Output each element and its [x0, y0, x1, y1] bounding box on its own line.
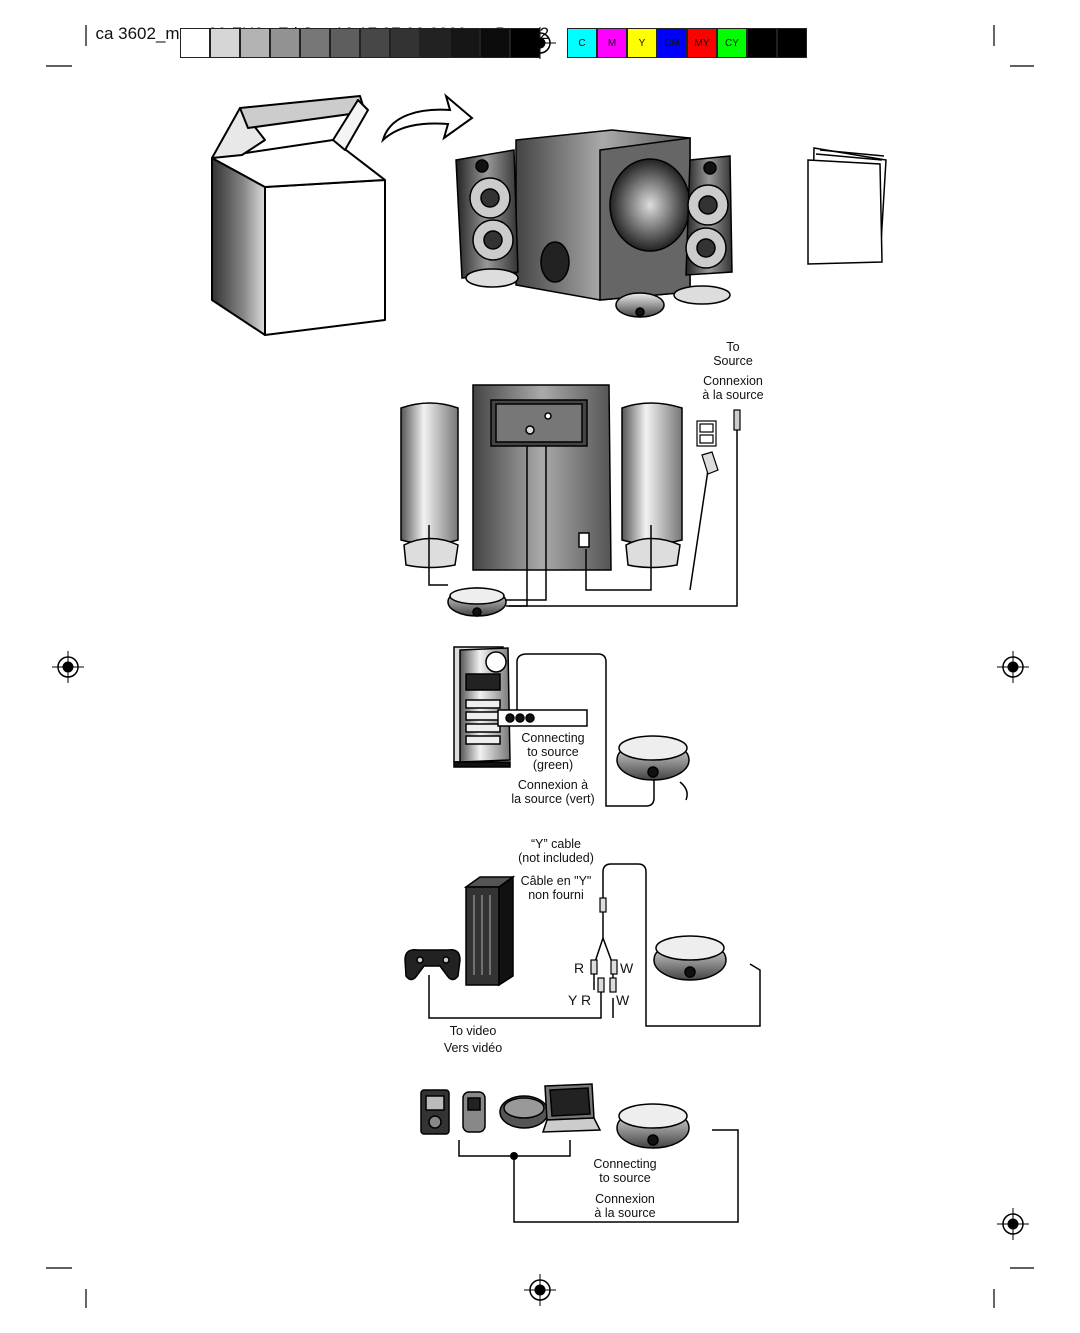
portable-devices-icon	[420, 1083, 602, 1135]
color-swatch: C	[567, 28, 597, 58]
gamepad-icon	[404, 948, 461, 981]
audio-plug-icon	[733, 409, 741, 431]
control-pod-icon	[616, 1103, 690, 1149]
gray-swatch	[270, 28, 300, 58]
color-swatch: MY	[687, 28, 717, 58]
gray-swatch	[360, 28, 390, 58]
control-pod-icon	[616, 735, 690, 781]
connexion-vert-label: Connexion à la source (vert)	[511, 778, 595, 806]
rear-connection-diagram	[400, 384, 683, 617]
manual-booklet-icon	[807, 147, 887, 265]
connecting-source-label: Connecting to source	[593, 1157, 657, 1185]
to-video-label: To video	[449, 1024, 497, 1038]
computer-tower-icon	[453, 646, 588, 768]
rca-plug-icon	[590, 897, 618, 993]
color-swatch: CM	[657, 28, 687, 58]
gray-swatch	[210, 28, 240, 58]
gray-swatch	[480, 28, 510, 58]
color-swatch: Y	[627, 28, 657, 58]
w-label: W	[620, 960, 634, 976]
to-source-label: To Source	[713, 340, 753, 368]
gray-swatch	[390, 28, 420, 58]
cable-y-label: Câble en "Y" non fourni	[520, 874, 592, 902]
junction-dot-icon	[510, 1152, 518, 1160]
game-console-icon	[463, 875, 516, 987]
color-swatch: CY	[717, 28, 747, 58]
connexion-source-2-label: Connexion à la source	[594, 1192, 656, 1220]
r-label: R	[574, 960, 585, 976]
registration-mark-icon	[52, 27, 1029, 1306]
connecting-green-label: Connecting to source (green)	[521, 731, 585, 772]
control-pod-icon	[653, 935, 727, 981]
gray-swatch	[300, 28, 330, 58]
y-cable-label: “Y” cable (not included)	[518, 837, 594, 865]
open-box-icon	[211, 95, 386, 336]
gray-swatch	[450, 28, 480, 58]
gray-swatch	[420, 28, 450, 58]
color-swatch	[747, 28, 777, 58]
power-outlet-icon	[696, 420, 719, 475]
color-swatch	[777, 28, 807, 58]
connexion-source-label: Connexion à la source	[702, 374, 764, 402]
gray-swatch	[330, 28, 360, 58]
cable-lines	[428, 430, 738, 607]
gray-swatch	[240, 28, 270, 58]
crop-marks	[46, 25, 1034, 1308]
w-bottom-label: W	[616, 992, 630, 1008]
color-swatch: M	[597, 28, 627, 58]
vers-video-label: Vers vidéo	[443, 1041, 503, 1055]
y-r-label: Y R	[568, 992, 592, 1008]
speaker-system-icon	[455, 129, 733, 318]
arrow-icon	[381, 93, 474, 144]
gray-swatch	[180, 28, 210, 58]
